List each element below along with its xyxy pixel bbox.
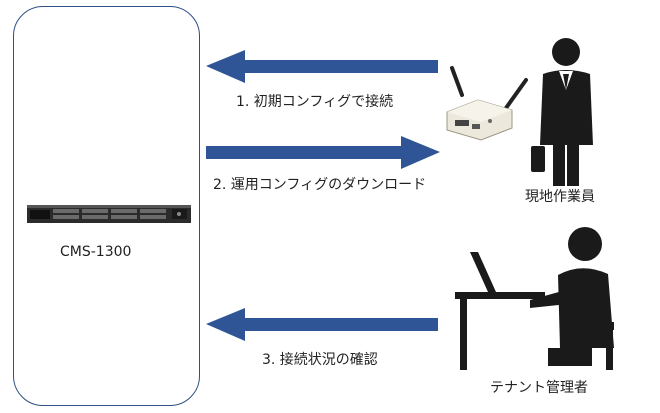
arrow-3-left: [206, 308, 438, 341]
arrow-3-label: 3. 接続状況の確認: [262, 352, 378, 368]
field-worker-icon: [531, 38, 593, 186]
arrow-1-left: [206, 50, 438, 83]
tenant-admin-icon: [455, 227, 614, 370]
server-label: CMS-1300: [60, 244, 132, 260]
server-icon: [27, 205, 191, 223]
arrow-2-right: [206, 136, 440, 169]
arrow-2-label: 2. 運用コンフィグのダウンロード: [213, 177, 427, 193]
router-device-icon: [446, 66, 528, 141]
tenant-admin-label: テナント管理者: [490, 380, 588, 396]
server-panel: [13, 6, 200, 406]
arrow-1-label: 1. 初期コンフィグで接続: [236, 94, 394, 110]
field-worker-label: 現地作業員: [525, 189, 595, 205]
